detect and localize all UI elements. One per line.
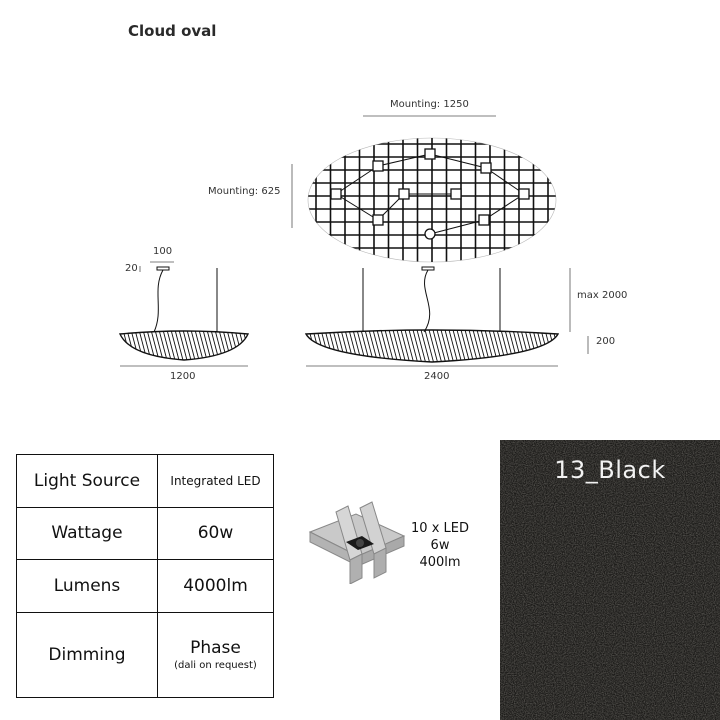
led-lumens: 400lm	[419, 555, 461, 570]
spec-label: Dimming	[16, 611, 158, 699]
dimming-note: (dali on request)	[174, 660, 257, 672]
swatch-label: 13_Black	[554, 456, 666, 484]
dimming-value: Phase	[190, 638, 241, 659]
table-row: Wattage 60w	[16, 506, 274, 561]
spec-table: Light Source Integrated LED Wattage 60w …	[16, 454, 274, 699]
canopy-height-label: 20	[125, 263, 138, 274]
table-row: Light Source Integrated LED	[16, 454, 274, 508]
spec-label: Wattage	[16, 506, 158, 561]
mounting-width-label: Mounting: 1250	[390, 99, 469, 110]
spec-value: Integrated LED	[157, 454, 274, 508]
canopy-width-label: 100	[153, 246, 173, 257]
color-swatch: 13_Black	[500, 440, 720, 720]
long-length-label: 2400	[424, 371, 450, 382]
short-length-label: 1200	[170, 371, 196, 382]
side-view-long	[304, 266, 560, 363]
led-count: 10 x LED	[411, 521, 469, 536]
spec-value: Phase (dali on request)	[157, 611, 274, 699]
mounting-points	[330, 148, 530, 240]
led-spec-text: 10 x LED 6w 400lm	[410, 520, 470, 571]
technical-drawing	[118, 115, 589, 367]
felt-texture	[500, 440, 720, 720]
body-height-label: 200	[596, 336, 616, 347]
spec-value: 60w	[157, 506, 274, 561]
max-drop-label: max 2000	[577, 290, 628, 301]
spec-label: Light Source	[16, 454, 158, 508]
spec-label: Lumens	[16, 559, 158, 613]
led-wattage: 6w	[430, 538, 450, 553]
table-row: Lumens 4000lm	[16, 559, 274, 613]
side-view-short	[118, 266, 250, 361]
table-row: Dimming Phase (dali on request)	[16, 611, 274, 699]
mounting-depth-label: Mounting: 625	[208, 186, 281, 197]
led-module-icon	[308, 501, 406, 584]
product-title: Cloud oval	[128, 22, 217, 40]
spec-value: 4000lm	[157, 559, 274, 613]
